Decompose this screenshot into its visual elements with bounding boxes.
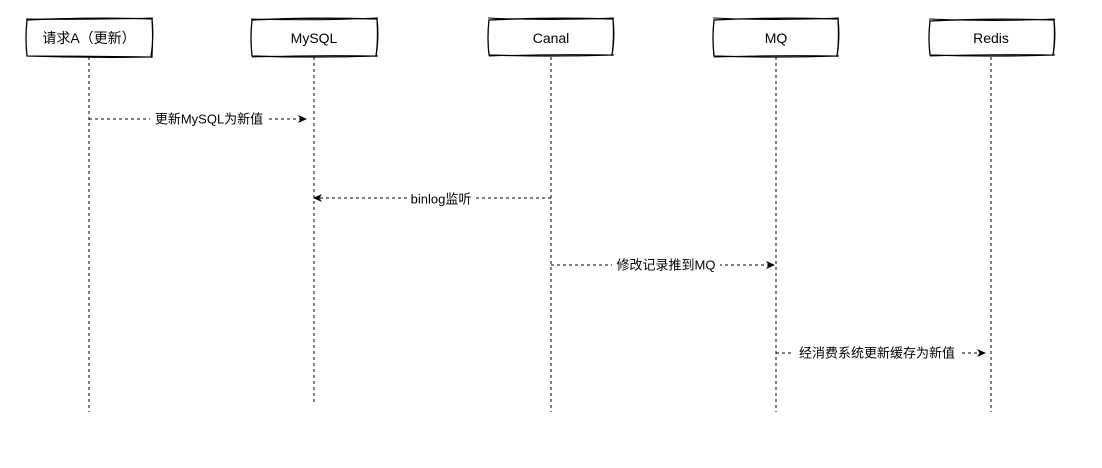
message-label: 修改记录推到MQ (617, 258, 716, 273)
message-label: 经消费系统更新缓存为新值 (799, 346, 955, 361)
participant-canal[interactable]: Canal (487, 17, 615, 57)
participant-label: Canal (533, 30, 570, 46)
message-push-to-mq: 修改记录推到MQ (551, 257, 775, 273)
message-label: binlog监听 (411, 192, 472, 207)
participant-mysql[interactable]: MySQL (250, 17, 379, 58)
participant-request-a[interactable]: 请求A（更新） (25, 17, 154, 59)
participant-label: MySQL (291, 30, 338, 46)
message-binlog-listen: binlog监听 (313, 190, 551, 207)
participant-redis[interactable]: Redis (928, 18, 1056, 57)
participant-label: 请求A（更新） (42, 30, 135, 46)
message-label: 更新MySQL为新值 (155, 112, 263, 127)
participant-label: MQ (765, 30, 788, 46)
participant-label: Redis (973, 30, 1009, 46)
message-update-cache: 经消费系统更新缓存为新值 (776, 345, 986, 361)
message-update-mysql: 更新MySQL为新值 (89, 111, 307, 127)
participant-mq[interactable]: MQ (712, 17, 840, 58)
